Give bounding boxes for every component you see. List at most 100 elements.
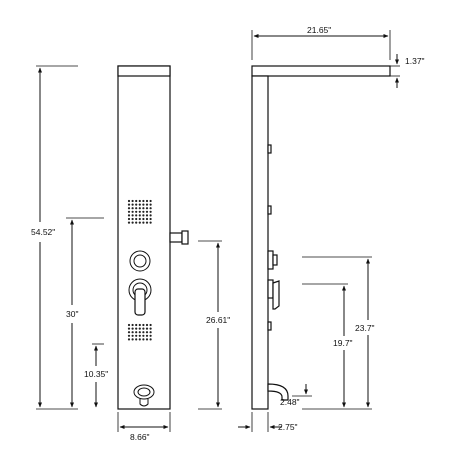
jet-nozzle-dot: [131, 327, 134, 330]
jet-nozzle-dot: [135, 210, 138, 213]
jet-nozzle-dot: [149, 331, 152, 334]
jet-nozzle-dot: [138, 199, 141, 203]
jet-nozzle-dot: [138, 331, 141, 334]
jet-nozzle-dot: [138, 217, 141, 221]
jet-nozzle-dot: [135, 217, 138, 221]
jet-nozzle-dot: [135, 214, 138, 217]
jet-nozzle-dot: [131, 334, 134, 337]
dim-label-10-35: 10.35": [84, 369, 108, 379]
jet-nozzle-dot: [145, 334, 149, 337]
jet-nozzle-dot: [142, 331, 145, 334]
jet-nozzle-dot: [145, 338, 149, 341]
dim-label-1-37: 1.37": [405, 56, 425, 66]
jet-nozzle-dot: [131, 199, 134, 203]
jet-nozzle-dot: [127, 199, 131, 203]
jet-nozzle-dot: [135, 221, 138, 224]
jet-nozzle-dot: [135, 207, 138, 210]
jet-nozzle-dot: [149, 203, 152, 206]
jet-nozzle-dot: [138, 323, 141, 327]
jet-nozzle-dot: [131, 214, 134, 217]
jet-nozzle-dot: [135, 199, 138, 203]
lower-body-jet-grid: [127, 323, 152, 341]
jet-nozzle-dot: [149, 210, 152, 213]
jet-nozzle-dot: [145, 199, 149, 203]
jet-nozzle-dot: [127, 331, 131, 334]
jet-nozzle-dot: [145, 221, 149, 224]
side-jet-nozzle: [169, 232, 183, 243]
jet-nozzle-dot: [131, 203, 134, 206]
jet-nozzle-dot: [149, 323, 152, 327]
jet-nozzle-dot: [131, 217, 134, 221]
jet-nozzle-dot: [135, 334, 138, 337]
jet-nozzle-dot: [145, 327, 149, 330]
jet-nozzle-dot: [145, 207, 149, 210]
jet-nozzle-dot: [142, 221, 145, 224]
dim-label-21-65: 21.65": [307, 25, 331, 35]
jet-nozzle-dot: [149, 338, 152, 341]
side-tub-spout: [267, 383, 289, 401]
jet-nozzle-dot: [135, 338, 138, 341]
jet-nozzle-dot: [131, 338, 134, 341]
jet-nozzle-dot: [142, 323, 145, 327]
jet-nozzle-dot: [131, 210, 134, 213]
jet-nozzle-dot: [127, 334, 131, 337]
jet-nozzle-dot: [127, 221, 131, 224]
diverter-knob: [129, 250, 151, 272]
dim-label-2-48: 2.48": [280, 397, 300, 407]
dim-label-30: 30": [66, 309, 78, 319]
jet-nozzle-dot: [142, 334, 145, 337]
jet-nozzle-dot: [131, 331, 134, 334]
jet-nozzle-dot: [135, 331, 138, 334]
jet-nozzle-dot: [127, 207, 131, 210]
jet-nozzle-dot: [127, 327, 131, 330]
jet-nozzle-dot: [142, 199, 145, 203]
jet-nozzle-dot: [138, 207, 141, 210]
jet-nozzle-dot: [145, 331, 149, 334]
jet-nozzle-dot: [145, 210, 149, 213]
jet-nozzle-dot: [138, 203, 141, 206]
jet-nozzle-dot: [127, 217, 131, 221]
jet-nozzle-dot: [127, 214, 131, 217]
jet-nozzle-dot: [131, 207, 134, 210]
side-view: 21.65" 1.37" 23.7" 19.7" 2.48" 2.75": [238, 25, 425, 432]
side-panel-body: [251, 75, 269, 410]
jet-nozzle-dot: [127, 338, 131, 341]
side-top-arm: [251, 65, 391, 77]
dim-label-8-66: 8.66": [130, 432, 150, 442]
dim-label-2-75: 2.75": [278, 422, 298, 432]
side-mixer-lever: [267, 279, 280, 310]
jet-nozzle-dot: [138, 210, 141, 213]
jet-nozzle-dot: [138, 334, 141, 337]
jet-nozzle-dot: [135, 327, 138, 330]
jet-nozzle-dot: [149, 334, 152, 337]
upper-body-jet-grid: [127, 199, 152, 224]
jet-nozzle-dot: [145, 214, 149, 217]
jet-nozzle-dot: [149, 221, 152, 224]
jet-nozzle-dot: [142, 214, 145, 217]
jet-nozzle-dot: [149, 199, 152, 203]
jet-nozzle-dot: [145, 203, 149, 206]
dim-label-19-7: 19.7": [333, 338, 353, 348]
dim-label-23-7: 23.7": [355, 323, 375, 333]
jet-nozzle-dot: [138, 221, 141, 224]
jet-nozzle-dot: [142, 327, 145, 330]
front-panel-top-cap: [117, 65, 171, 77]
jet-nozzle-dot: [127, 323, 131, 327]
jet-nozzle-dot: [149, 327, 152, 330]
jet-nozzle-dot: [145, 217, 149, 221]
jet-nozzle-dot: [142, 207, 145, 210]
dim-label-54-52: 54.52": [31, 227, 55, 237]
jet-nozzle-dot: [149, 217, 152, 221]
jet-nozzle-dot: [142, 203, 145, 206]
jet-nozzle-dot: [142, 210, 145, 213]
jet-nozzle-dot: [138, 338, 141, 341]
mixer-handle: [128, 278, 152, 316]
jet-nozzle-dot: [142, 338, 145, 341]
jet-nozzle-dot: [145, 323, 149, 327]
front-view: 8.66" 54.52" 30" 10.35" 26.61": [31, 65, 230, 442]
jet-nozzle-dot: [135, 203, 138, 206]
dim-label-26-61: 26.61": [206, 315, 230, 325]
jet-nozzle-dot: [138, 214, 141, 217]
jet-nozzle-dot: [127, 210, 131, 213]
